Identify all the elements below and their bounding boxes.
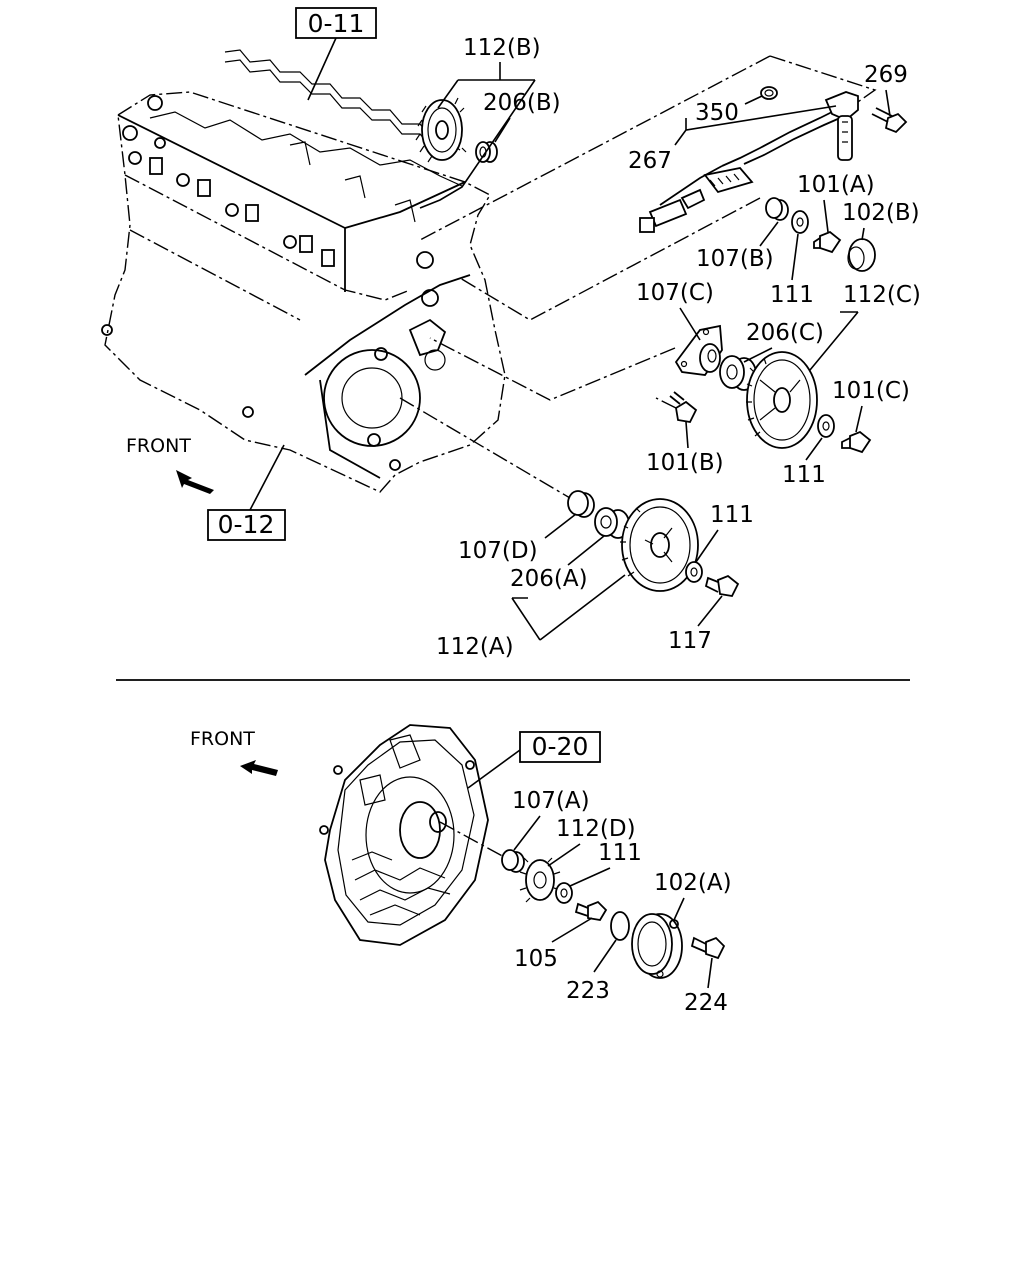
bushing-206B-drawing: [475, 141, 498, 163]
front-label-top: FRONT: [126, 435, 191, 457]
label-206B: 206(B): [483, 90, 561, 116]
bushing-206C-drawing: [719, 355, 757, 391]
flywheel-housing-drawing: [319, 724, 489, 946]
front-label-bottom: FRONT: [190, 728, 255, 750]
label-350: 350: [695, 100, 739, 126]
seal-102B-drawing: [847, 238, 876, 272]
label-111-a: 111: [770, 282, 814, 308]
label-206A: 206(A): [510, 566, 588, 592]
ref-box-0-12: [207, 509, 286, 541]
label-107B: 107(B): [696, 246, 774, 272]
bottom-section: FRONT 0-20 107(A): [190, 724, 732, 1016]
plug-107B-drawing: [765, 197, 789, 221]
top-section: 0-11 0-12 FRONT 112(B) 206(B): [101, 7, 921, 660]
label-112C: 112(C): [843, 282, 921, 308]
washer-111-b-drawing: [817, 414, 835, 438]
ref-label-0-11: 0-11: [308, 9, 365, 38]
label-107D: 107(D): [458, 538, 538, 564]
oil-pipe-assembly-drawing: [639, 86, 859, 233]
ref-label-0-12: 0-12: [218, 510, 275, 539]
ref-box-0-20: [519, 731, 601, 763]
label-107A: 107(A): [512, 788, 590, 814]
label-117: 117: [668, 628, 712, 654]
gear-112D-drawing: [519, 857, 561, 903]
label-112B: 112(B): [463, 35, 541, 61]
plug-107A-drawing: [501, 849, 525, 873]
bolt-117-drawing: [704, 574, 740, 597]
label-267: 267: [628, 148, 672, 174]
label-112A: 112(A): [436, 634, 514, 660]
label-102A: 102(A): [654, 870, 732, 896]
front-arrow-icon: [176, 470, 214, 494]
gear-112C-drawing: [746, 351, 818, 449]
washer-111-bottom-drawing: [555, 882, 573, 904]
label-107C: 107(C): [636, 280, 714, 306]
washer-111-a-drawing: [791, 210, 809, 234]
washer-111-c-drawing: [685, 561, 703, 583]
bolt-101A-drawing: [813, 230, 842, 254]
plug-107D-drawing: [567, 490, 595, 518]
bolt-101C-drawing: [841, 430, 872, 454]
cover-102A-drawing: [631, 913, 683, 979]
label-101C: 101(C): [832, 378, 910, 404]
label-101B: 101(B): [646, 450, 724, 476]
label-105: 105: [514, 946, 558, 972]
bracket-107C-drawing: [674, 324, 723, 376]
label-206C: 206(C): [746, 320, 824, 346]
ref-label-0-20: 0-20: [532, 732, 589, 761]
bolt-105-drawing: [574, 900, 608, 921]
bolt-224-drawing: [690, 936, 726, 960]
gear-112A-drawing: [620, 498, 699, 592]
oring-223-drawing: [610, 911, 630, 941]
gear-112B-drawing: [415, 97, 467, 163]
label-269: 269: [864, 62, 908, 88]
label-111-b: 111: [782, 462, 826, 488]
label-224: 224: [684, 990, 728, 1016]
label-111-c: 111: [710, 502, 754, 528]
label-102B: 102(B): [842, 200, 920, 226]
label-111-bottom: 111: [598, 840, 642, 866]
label-112D: 112(D): [556, 816, 636, 842]
label-101A: 101(A): [797, 172, 875, 198]
label-223: 223: [566, 978, 610, 1004]
engine-block-drawing: [101, 49, 506, 493]
front-arrow-icon-bottom: [240, 760, 278, 776]
bolt-101B-drawing: [669, 391, 698, 423]
